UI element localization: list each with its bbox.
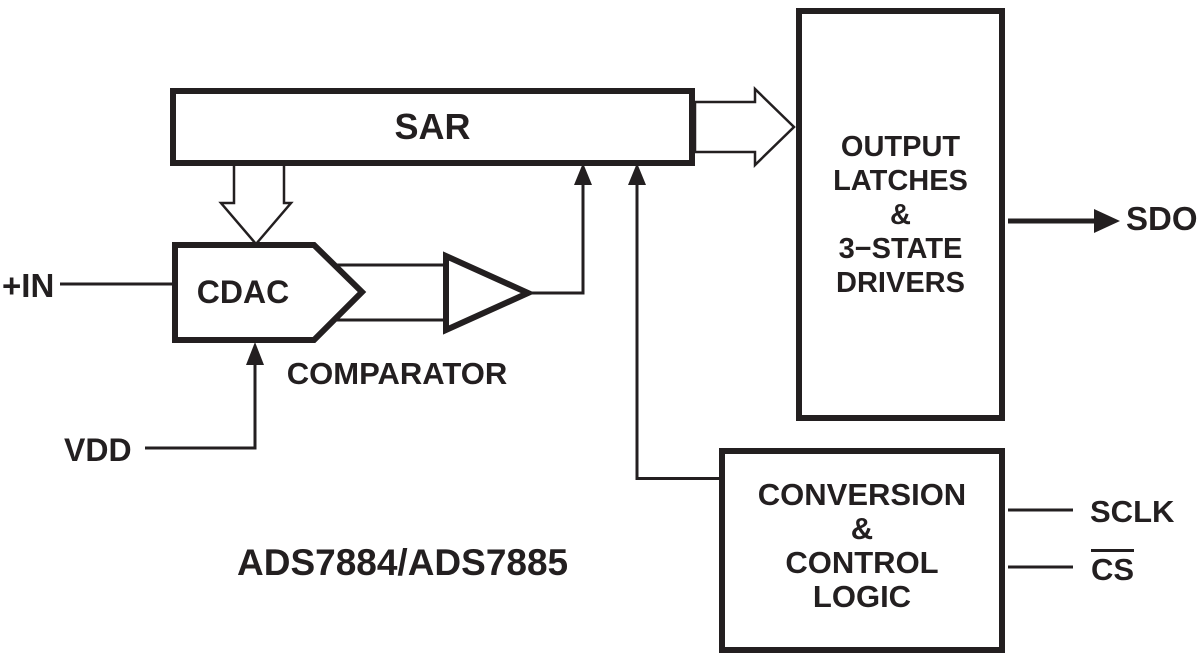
output-latches-line: LATCHES	[833, 164, 968, 197]
sar-label: SAR	[170, 88, 695, 165]
conversion-control-block	[719, 448, 1005, 653]
cdac-label: CDAC	[172, 242, 314, 343]
sdo-arrowhead	[1094, 209, 1120, 233]
conversion-logic-line: CONTROL	[785, 544, 939, 580]
sdo-label: SDO	[1126, 200, 1198, 237]
control-feedback-arrowhead	[628, 163, 646, 185]
comparator-sar-feedback-wire	[528, 184, 585, 295]
vdd-arrowhead	[246, 342, 264, 365]
conversion-logic-line: &	[850, 510, 874, 546]
comparator-triangle	[443, 251, 536, 335]
conversion-logic-label: CONVERSION & CONTROL LOGIC	[719, 448, 1005, 653]
sar-to-cdac-hollow-arrow	[218, 158, 294, 246]
cs-label: CS	[1091, 549, 1135, 585]
sar-to-output-hollow-arrow	[693, 86, 796, 168]
sar-label-text: SAR	[394, 105, 471, 147]
output-latches-block	[796, 8, 1005, 421]
output-latches-line: 3−STATE	[838, 232, 963, 265]
sar-block	[170, 88, 695, 166]
conversion-logic-line: LOGIC	[812, 578, 912, 614]
cdac-label-text: CDAC	[196, 274, 290, 310]
output-latches-line: DRIVERS	[836, 266, 965, 299]
vdd-label: VDD	[64, 432, 132, 468]
comparator-feedback-arrowhead	[574, 163, 592, 185]
conversion-logic-line: CONVERSION	[757, 476, 967, 512]
in-plus-label: +IN	[2, 267, 55, 304]
output-latches-label: OUTPUT LATCHES & 3−STATE DRIVERS	[796, 8, 1005, 421]
output-latches-line: &	[890, 198, 911, 231]
cs-overline: CS	[1091, 549, 1135, 585]
comparator-label: COMPARATOR	[286, 356, 508, 391]
output-latches-line: OUTPUT	[840, 130, 961, 163]
cdac-block-shape	[172, 242, 367, 343]
vdd-wire	[145, 364, 257, 450]
sclk-label: SCLK	[1090, 494, 1175, 529]
comparator-label-text: COMPARATOR	[286, 356, 508, 391]
part-number-caption: ADS7884/ADS7885	[237, 542, 569, 583]
